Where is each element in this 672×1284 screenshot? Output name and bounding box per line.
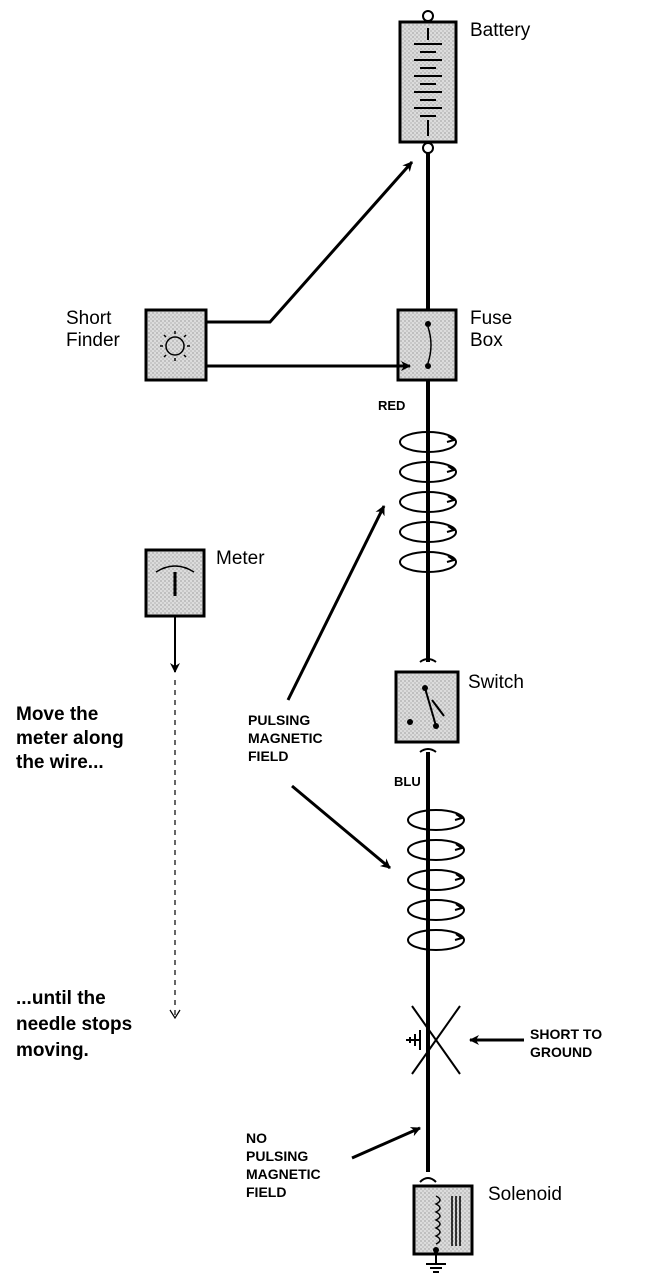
instruction-move-line1: Move the [16,704,99,725]
short-finder-label-line2: Finder [66,330,120,351]
switch-symbol [394,658,460,753]
solenoid-symbol [412,1177,474,1273]
blu-wire-label: BLU [394,774,421,789]
fuse-box-label-line2: Box [470,330,503,351]
meter-label: Meter [216,548,265,569]
battery-symbol [398,10,458,154]
pulsing-field-label-line2: MAGNETIC [248,730,323,746]
no-pulsing-label-line2: PULSING [246,1148,309,1164]
instruction-until-line2: needle stops [16,1014,133,1035]
short-finder-symbol [144,308,208,382]
battery-label: Battery [470,20,531,41]
instruction-until-line1: ...until the [16,988,106,1009]
red-wire-label: RED [378,398,406,413]
short-finder-leads [206,161,414,371]
pulsing-field-label-line1: PULSING [248,712,311,728]
no-pulsing-label-line4: FIELD [246,1184,287,1200]
upper-magnetic-field-coil [399,431,457,573]
lower-magnetic-field-coil [407,809,465,951]
meter-symbol [144,548,206,618]
short-to-ground-label-line1: SHORT TO [530,1026,603,1042]
instruction-until-line3: moving. [16,1040,89,1061]
solenoid-label: Solenoid [488,1184,562,1205]
switch-label: Switch [468,672,524,693]
ground-symbol-short [406,1030,421,1050]
instruction-move-line2: meter along [16,728,124,749]
instruction-move-line3: the wire... [16,752,104,773]
no-pulsing-label-line1: NO [246,1130,267,1146]
fuse-box-symbol [396,308,458,382]
pulsing-field-label-line3: FIELD [248,748,289,764]
short-finder-label-line1: Short [66,308,112,329]
short-to-ground-mark [411,1005,461,1075]
no-pulsing-label-line3: MAGNETIC [246,1166,321,1182]
short-to-ground-label-line2: GROUND [530,1044,593,1060]
annotation-arrows [286,505,524,1160]
meter-path [169,616,181,1020]
fuse-box-label-line1: Fuse [470,308,513,329]
